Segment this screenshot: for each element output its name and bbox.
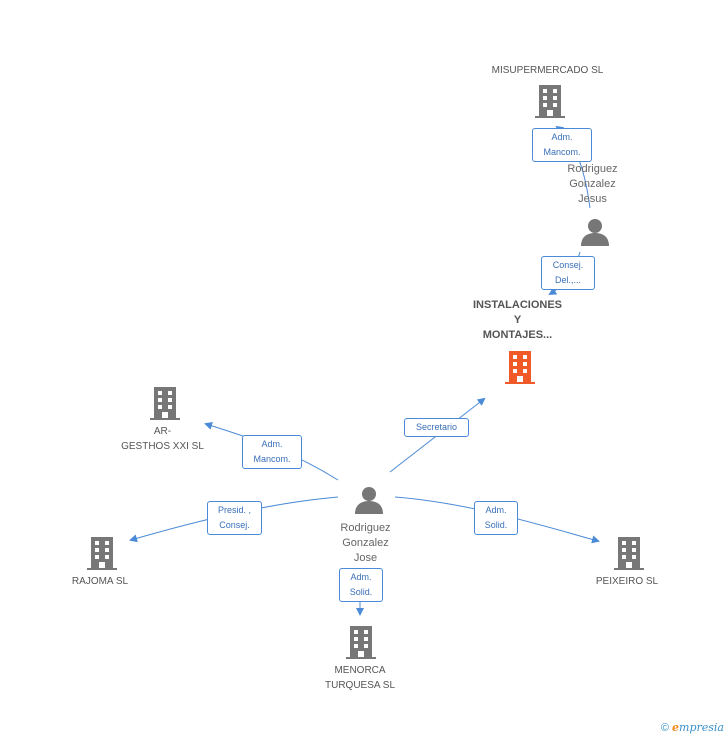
- relation-label[interactable]: Adm. Mancom.: [532, 128, 592, 162]
- building-icon[interactable]: [345, 624, 377, 660]
- brand-footer[interactable]: © empresia: [661, 721, 724, 734]
- relation-label[interactable]: Presid. , Consej.: [207, 501, 262, 535]
- company-misupermercado-label[interactable]: MISUPERMERCADO SL: [491, 65, 604, 76]
- copyright-icon: ©: [660, 722, 669, 734]
- relation-label[interactable]: Adm. Solid.: [339, 568, 383, 602]
- building-icon[interactable]: [613, 535, 645, 571]
- person-jesus-label[interactable]: Rodriguez Gonzalez Jesus: [567, 163, 618, 205]
- person-icon[interactable]: [354, 486, 384, 514]
- building-icon[interactable]: [534, 83, 566, 119]
- brand-name: mpresia: [679, 721, 724, 734]
- building-icon[interactable]: [149, 385, 181, 421]
- company-peixeiro-label[interactable]: PEIXEIRO SL: [595, 576, 659, 587]
- person-jose-label[interactable]: Rodriguez Gonzalez Jose: [340, 522, 391, 564]
- company-argesthos-label[interactable]: AR- GESTHOS XXI SL: [121, 426, 204, 452]
- relation-label[interactable]: Secretario: [404, 418, 469, 437]
- relation-label[interactable]: Consej. Del.,...: [541, 256, 595, 290]
- relation-label[interactable]: Adm. Solid.: [474, 501, 518, 535]
- company-instalaciones-label[interactable]: INSTALACIONES Y MONTAJES...: [472, 299, 563, 341]
- company-rajoma-label[interactable]: RAJOMA SL: [71, 576, 129, 587]
- brand-e: e: [672, 721, 680, 734]
- building-icon[interactable]: [86, 535, 118, 571]
- person-icon[interactable]: [580, 218, 610, 246]
- relation-label[interactable]: Adm. Mancom.: [242, 435, 302, 469]
- building-icon[interactable]: [504, 349, 536, 385]
- company-menorca-label[interactable]: MENORCA TURQUESA SL: [324, 665, 396, 691]
